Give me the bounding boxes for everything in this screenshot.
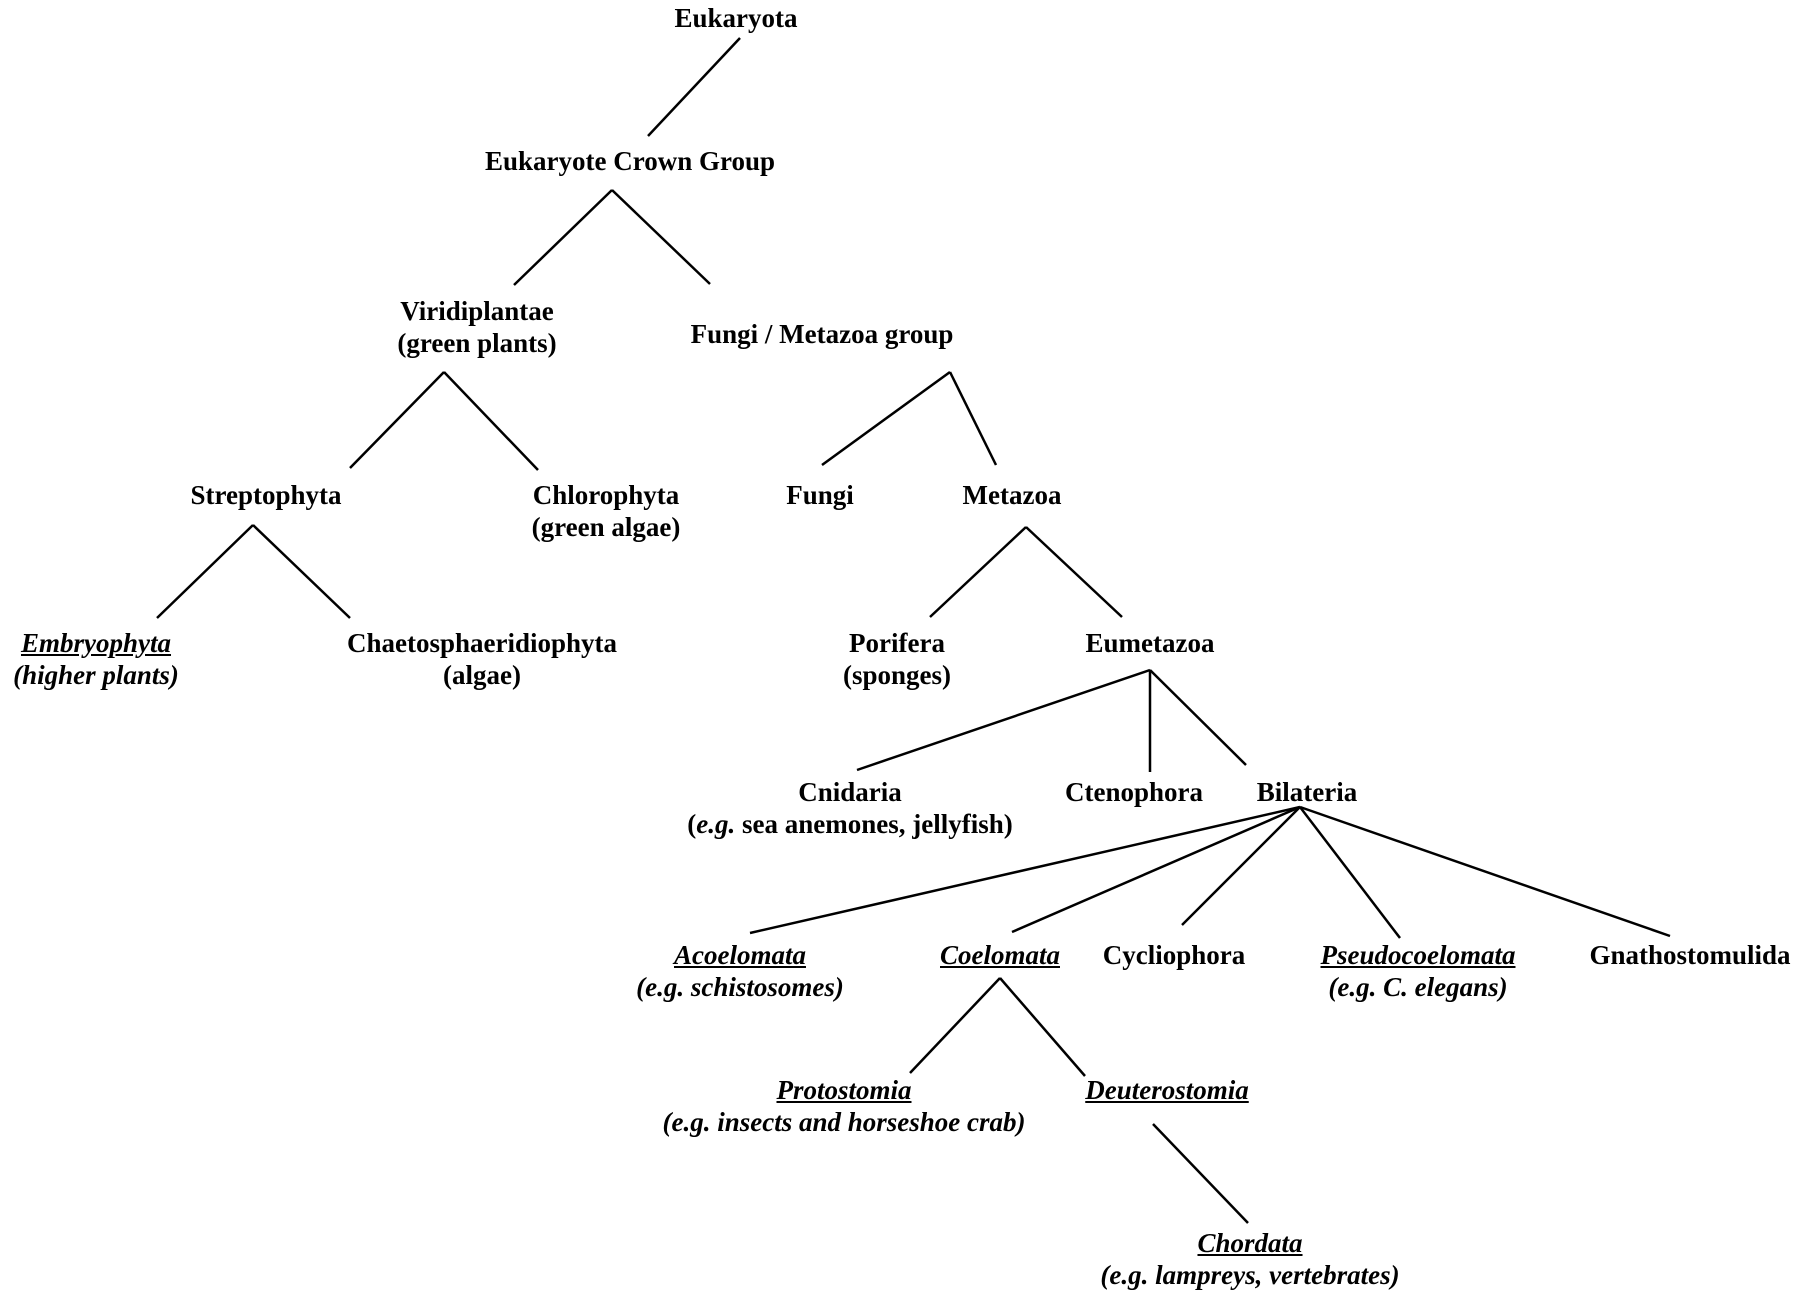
node-label: Chlorophyta xyxy=(532,480,680,510)
node-label: Ctenophora xyxy=(1064,777,1204,807)
node-chaetosphaeridiophyta: Chaetosphaeridiophyta (algae) xyxy=(347,627,617,691)
node-label: Streptophyta xyxy=(190,480,342,510)
node-label: Eukaryota xyxy=(674,3,798,33)
edge-coelomata-deuterostomia xyxy=(999,977,1086,1077)
node-sublabel-eg: e.g. xyxy=(696,809,736,839)
node-sublabel: (higher plants) xyxy=(13,660,179,690)
node-sublabel-rest: sea anemones, jellyfish) xyxy=(735,809,1013,839)
node-fungi: Fungi xyxy=(786,479,854,511)
edge-bilateria-gnathostomulida xyxy=(1299,805,1671,938)
node-viridiplantae: Viridiplantae (green plants) xyxy=(397,295,556,359)
node-sublabel: (green plants) xyxy=(397,328,557,358)
node-label: Viridiplantae xyxy=(400,296,554,326)
node-cycliophora: Cycliophora xyxy=(1103,939,1246,971)
node-label: Eumetazoa xyxy=(1085,628,1215,658)
edge-bilateria-coelomata xyxy=(1011,805,1301,934)
node-label: Cycliophora xyxy=(1102,940,1246,970)
edge-streptophyta-embryophyta xyxy=(156,524,254,619)
node-sublabel: (sponges) xyxy=(842,660,952,690)
edge-fungi_metazoa-metazoa xyxy=(948,371,998,466)
node-cnidaria: Cnidaria (e.g. sea anemones, jellyfish) xyxy=(687,776,1012,840)
node-sublabel: (green algae) xyxy=(531,512,681,542)
node-label: Chaetosphaeridiophyta xyxy=(346,628,618,658)
node-label: Fungi xyxy=(786,480,854,510)
node-chlorophyta: Chlorophyta (green algae) xyxy=(532,479,681,543)
node-label: Protostomia xyxy=(776,1075,912,1105)
node-label: Gnathostomulida xyxy=(1589,940,1791,970)
node-sublabel: (e.g. lampreys, vertebrates) xyxy=(1100,1260,1400,1290)
node-eukaryote-crown-group: Eukaryote Crown Group xyxy=(485,145,775,177)
edge-viridiplantae-chlorophyta xyxy=(443,371,539,471)
node-label: Cnidaria xyxy=(798,777,902,807)
node-deuterostomia: Deuterostomia xyxy=(1085,1074,1249,1106)
node-metazoa: Metazoa xyxy=(963,479,1062,511)
node-label: Porifera xyxy=(849,628,945,658)
node-sublabel: (e.g. C. elegans) xyxy=(1328,972,1508,1002)
node-label: Pseudocoelomata xyxy=(1320,940,1516,970)
node-chordata: Chordata (e.g. lampreys, vertebrates) xyxy=(1100,1227,1399,1291)
node-label: Chordata xyxy=(1197,1228,1303,1258)
edge-bilateria-pseudocoelomata xyxy=(1299,806,1401,939)
edge-viridiplantae-streptophyta xyxy=(349,371,445,469)
edge-coelomata-protostomia xyxy=(909,977,1001,1074)
node-sublabel: (e.g. schistosomes) xyxy=(636,972,844,1002)
node-label: Metazoa xyxy=(962,480,1062,510)
node-label: Deuterostomia xyxy=(1085,1075,1249,1105)
node-label: Acoelomata xyxy=(674,940,806,970)
edge-fungi_metazoa-fungi xyxy=(821,370,951,467)
node-sublabel: (e.g. sea anemones, jellyfish) xyxy=(687,809,1013,839)
edge-metazoa-eumetazoa xyxy=(1025,526,1123,618)
node-label: Coelomata xyxy=(940,940,1060,970)
node-label: Eukaryote Crown Group xyxy=(484,146,776,176)
node-label: Embryophyta xyxy=(20,628,172,658)
node-streptophyta: Streptophyta xyxy=(190,479,341,511)
node-ctenophora: Ctenophora xyxy=(1065,776,1203,808)
node-pseudocoelomata: Pseudocoelomata (e.g. C. elegans) xyxy=(1321,939,1516,1003)
edge-metazoa-porifera xyxy=(929,526,1027,618)
edge-crown-fungi_metazoa xyxy=(611,189,711,285)
node-sublabel: (algae) xyxy=(443,660,521,690)
node-embryophyta: Embryophyta (higher plants) xyxy=(13,627,179,691)
node-porifera: Porifera (sponges) xyxy=(843,627,951,691)
node-coelomata: Coelomata xyxy=(940,939,1060,971)
edge-eumetazoa-bilateria xyxy=(1149,669,1247,766)
node-gnathostomulida: Gnathostomulida xyxy=(1589,939,1790,971)
node-protostomia: Protostomia (e.g. insects and horseshoe … xyxy=(663,1074,1026,1138)
edge-eukaryota-crown xyxy=(647,37,741,137)
edge-deuterostomia-chordata xyxy=(1152,1123,1249,1224)
edge-bilateria-cycliophora xyxy=(1181,806,1301,926)
node-label: Fungi / Metazoa group xyxy=(690,319,954,349)
edge-eumetazoa-cnidaria xyxy=(856,668,1151,772)
node-acoelomata: Acoelomata (e.g. schistosomes) xyxy=(636,939,844,1003)
node-label: Bilateria xyxy=(1256,777,1358,807)
node-eukaryota: Eukaryota xyxy=(674,2,797,34)
edge-crown-viridiplantae xyxy=(513,189,613,286)
node-eumetazoa: Eumetazoa xyxy=(1086,627,1215,659)
node-bilateria: Bilateria xyxy=(1257,776,1357,808)
edge-bilateria-acoelomata xyxy=(749,805,1301,935)
edge-streptophyta-chaetosphaeridiophyta xyxy=(252,524,351,619)
node-sublabel: (e.g. insects and horseshoe crab) xyxy=(662,1107,1026,1137)
node-fungi-metazoa-group: Fungi / Metazoa group xyxy=(691,318,954,350)
